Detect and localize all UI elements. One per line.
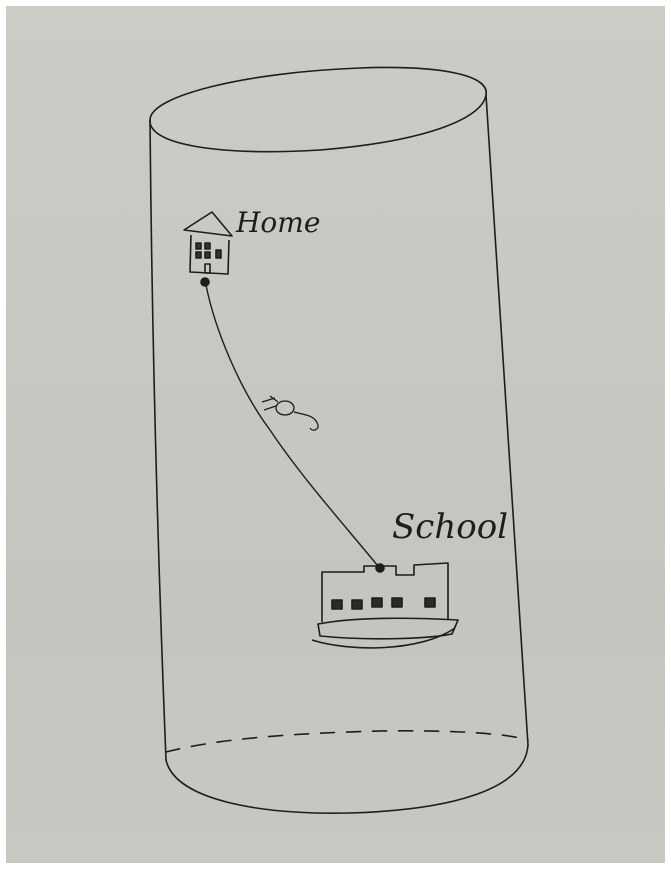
home-house-icon xyxy=(184,212,232,286)
cylinder-right-side xyxy=(486,95,528,745)
cylinder-bottom-back xyxy=(166,731,528,752)
home-label: Home xyxy=(235,206,320,239)
school-label: School xyxy=(392,507,508,547)
route-line xyxy=(206,285,378,566)
school-building-icon xyxy=(312,563,458,648)
cylinder-bottom-front xyxy=(166,745,528,813)
cylinder-top-ellipse xyxy=(150,67,486,151)
cylinder-left-side xyxy=(150,120,166,760)
walker-doodle-icon xyxy=(262,396,318,430)
